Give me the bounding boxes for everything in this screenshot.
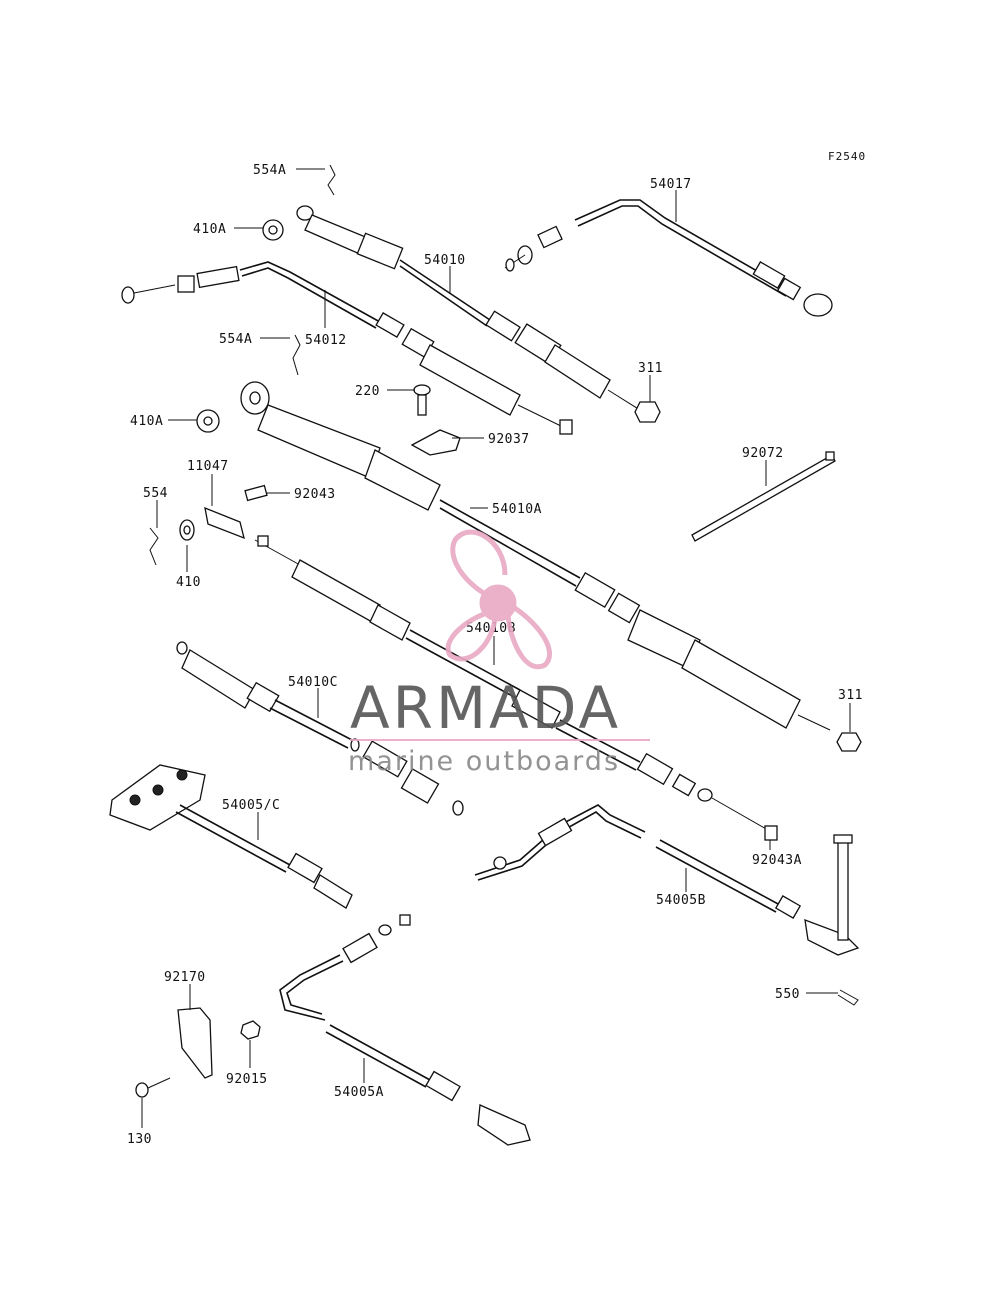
label-92015: 92015 — [226, 1072, 268, 1087]
label-554a-top: 554A — [253, 163, 286, 178]
watermark-brand: ARMADA — [350, 674, 621, 742]
label-11047: 11047 — [187, 459, 229, 474]
cable-54005c — [109, 764, 353, 909]
label-54012: 54012 — [305, 333, 347, 348]
label-92072: 92072 — [742, 446, 784, 461]
label-130: 130 — [127, 1132, 152, 1147]
cable-54005b — [474, 804, 860, 956]
cable-54010 — [296, 205, 641, 411]
label-311-top: 311 — [638, 361, 663, 376]
tie-strap-92072 — [691, 451, 836, 542]
label-54010a: 54010A — [492, 502, 542, 517]
label-92043: 92043 — [294, 487, 336, 502]
cable-54012 — [121, 261, 573, 435]
label-311-bottom: 311 — [838, 688, 863, 703]
label-54005b: 54005B — [656, 893, 706, 908]
label-54005a: 54005A — [334, 1085, 384, 1100]
label-54010: 54010 — [424, 253, 466, 268]
propeller-logo — [445, 529, 553, 670]
label-92043a: 92043A — [752, 853, 802, 868]
label-92037: 92037 — [488, 432, 530, 447]
cable-54010b — [254, 535, 778, 841]
callout-labels: 554A 410A 54017 54010 554A 54012 311 220… — [127, 163, 863, 1147]
label-554: 554 — [143, 486, 168, 501]
label-54010c: 54010C — [288, 675, 338, 690]
label-92170: 92170 — [164, 970, 206, 985]
label-54017: 54017 — [650, 177, 692, 192]
cable-54005a — [279, 914, 531, 1146]
label-54005c: 54005/C — [222, 798, 280, 813]
watermark-tagline: marine outboards — [348, 746, 620, 777]
watermark: ARMADA marine outboards — [348, 529, 650, 777]
label-410a-top: 410A — [193, 222, 226, 237]
label-410: 410 — [176, 575, 201, 590]
label-220: 220 — [355, 384, 380, 399]
label-550: 550 — [775, 987, 800, 1002]
leader-lines — [141, 168, 851, 1128]
small-parts — [135, 164, 862, 1098]
cable-54010a — [240, 381, 831, 731]
cable-54017 — [504, 199, 833, 317]
figure-code: F2540 — [828, 150, 866, 163]
cable-54010c — [176, 641, 464, 816]
label-554a-mid: 554A — [219, 332, 252, 347]
label-410a-mid: 410A — [130, 414, 163, 429]
